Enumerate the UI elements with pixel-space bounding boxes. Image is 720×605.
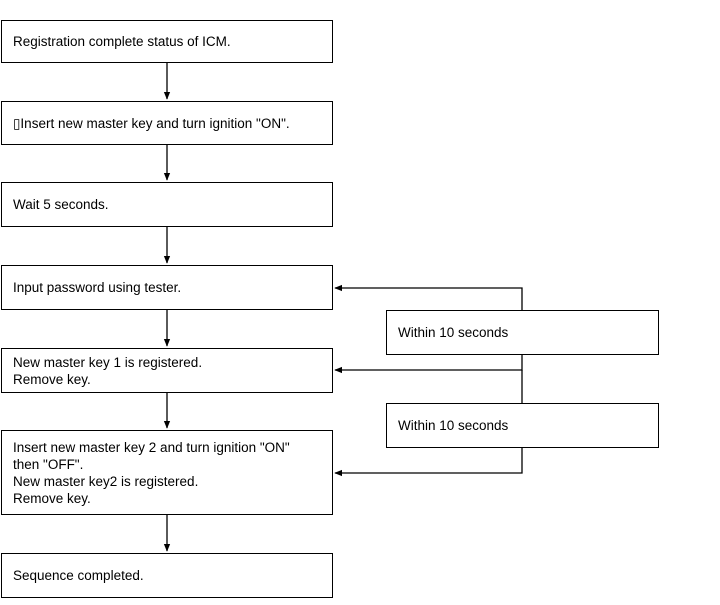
timer-label: Within 10 seconds xyxy=(398,325,509,340)
step-text-line: then "OFF". xyxy=(13,456,84,472)
timer-connector-middle xyxy=(334,355,523,374)
step-master-key-1-registered: New master key 1 is registered. Remove k… xyxy=(1,348,333,393)
step-text-line: New master key2 is registered. xyxy=(13,473,199,489)
step-sequence-completed: Sequence completed. xyxy=(1,553,333,598)
step-input-password: Input password using tester. xyxy=(1,265,333,310)
step-text-line: Insert new master key 2 and turn ignitio… xyxy=(13,439,290,455)
step-text-line: Remove key. xyxy=(13,490,91,506)
step-text-line: Wait 5 seconds. xyxy=(13,197,109,212)
timer-box-first: Within 10 seconds xyxy=(386,310,659,355)
timer-box-second: Within 10 seconds xyxy=(386,403,659,448)
step-insert-master-key: ▯Insert new master key and turn ignition… xyxy=(1,101,333,145)
step-text-line: Remove key. xyxy=(13,371,91,387)
step-text-line: Sequence completed. xyxy=(13,568,144,583)
timer-connector-top xyxy=(334,284,523,310)
step-text-line: ▯Insert new master key and turn ignition… xyxy=(13,115,290,131)
step-text-line: Input password using tester. xyxy=(13,280,182,295)
step-registration-complete: Registration complete status of ICM. xyxy=(1,20,333,63)
timer-label: Within 10 seconds xyxy=(398,418,509,433)
step-text-line: New master key 1 is registered. xyxy=(13,354,203,370)
step-wait-5-seconds: Wait 5 seconds. xyxy=(1,182,333,227)
step-master-key-2-registered: Insert new master key 2 and turn ignitio… xyxy=(1,430,333,515)
step-text-line: Registration complete status of ICM. xyxy=(13,34,231,49)
timer-connector-bottom xyxy=(334,448,523,477)
